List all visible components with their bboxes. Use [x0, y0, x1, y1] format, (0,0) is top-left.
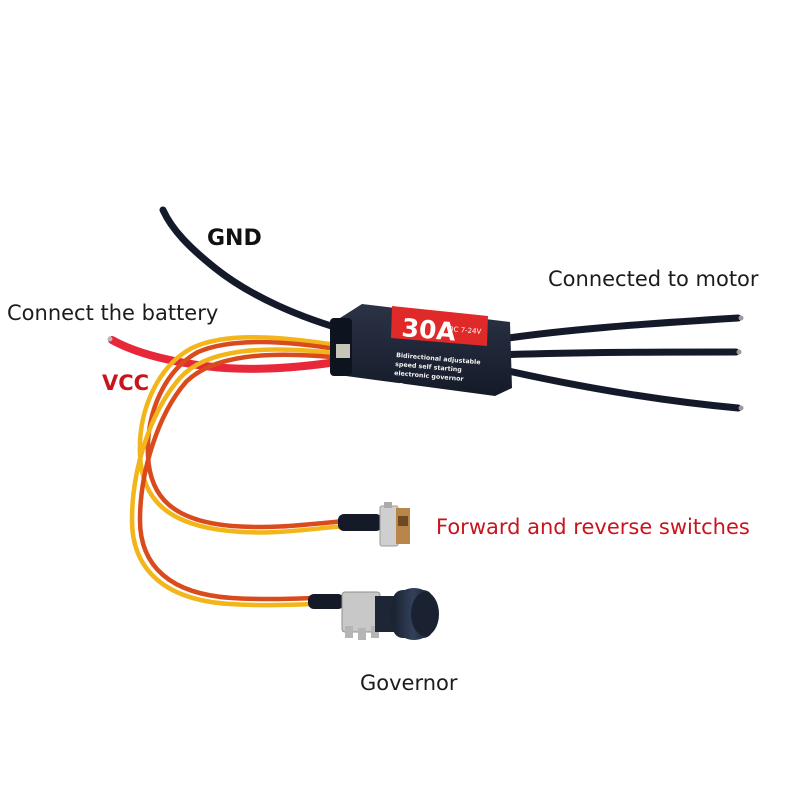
- governor-signal-wires: [129, 347, 345, 608]
- gnd-label: GND: [207, 226, 262, 251]
- motor-wires: [491, 314, 744, 412]
- esc-module: 30A DC 7-24V Bidirectional adjustable sp…: [330, 304, 512, 396]
- governor-knob: [375, 588, 439, 640]
- esc-rating-text: 30A: [400, 313, 457, 347]
- gnd-wire: [159, 206, 356, 336]
- esc-voltage-text: DC 7-24V: [448, 325, 482, 336]
- governor-potentiometer: [308, 588, 439, 640]
- motor-label: Connected to motor: [548, 267, 759, 291]
- battery-label: Connect the battery: [7, 301, 218, 325]
- forward-reverse-switch: [338, 502, 410, 547]
- esc-sticker: 30A DC 7-24V Bidirectional adjustable sp…: [391, 306, 488, 391]
- vcc-label: VCC: [102, 371, 149, 395]
- reverse-symbol-icon: [397, 383, 405, 391]
- governor-label: Governor: [360, 671, 458, 695]
- switches-label: Forward and reverse switches: [436, 515, 750, 539]
